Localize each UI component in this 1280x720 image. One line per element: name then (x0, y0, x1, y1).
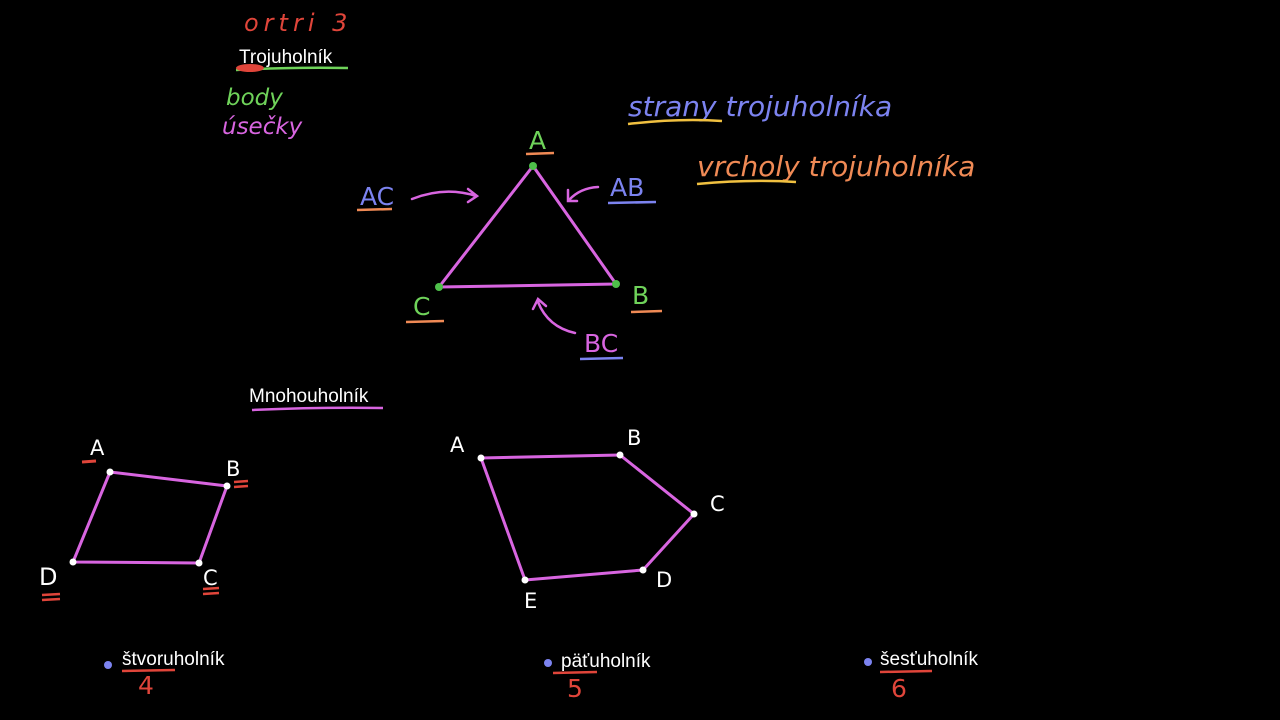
side-label-bc-underline (579, 356, 624, 361)
arrow-ac (410, 187, 480, 204)
triangle-label-b-underline (630, 309, 663, 314)
quad-label-b: B (226, 457, 240, 481)
quad-name: štvoruholník (122, 649, 225, 670)
note-sides: strany trojuholníka (628, 90, 892, 123)
quad-name-underline (121, 668, 176, 673)
hex-count: 6 (891, 674, 907, 703)
quad-label-a: A (90, 436, 105, 460)
triangle-label-c: C (413, 292, 430, 321)
arrow-ab (566, 185, 600, 203)
red-mark (236, 64, 264, 72)
pent-label-b: B (627, 426, 641, 450)
pent-label-d: D (656, 568, 672, 592)
quad-mark-b (233, 479, 249, 489)
quad-dot-b (223, 482, 231, 490)
red-note: ortri 3 (244, 9, 352, 37)
pent-label-e: E (524, 589, 537, 613)
note-segments: úsečky (222, 114, 303, 140)
pent-dot-e (521, 576, 529, 584)
note-points: body (226, 85, 283, 111)
quad-mark-d (41, 592, 61, 602)
pent-label-a: A (450, 433, 465, 457)
side-label-ac-underline (356, 207, 393, 212)
vertex-dot-b (612, 280, 620, 288)
pent-name-underline (552, 670, 598, 675)
side-label-ac: AC (360, 182, 394, 211)
triangle-title: Trojuholník (239, 47, 333, 68)
pent-dot-c (690, 510, 698, 518)
vertex-dot-c (435, 283, 443, 291)
side-label-ab-underline (607, 200, 657, 205)
hex-name-underline (879, 669, 933, 674)
pent-label-c: C (710, 492, 725, 516)
quad-mark-a (81, 459, 97, 464)
side-label-bc: BC (584, 329, 618, 358)
side-label-ab: AB (610, 173, 644, 202)
triangle-label-b: B (632, 281, 649, 310)
quad-count: 4 (138, 671, 154, 700)
quad-label-d: D (39, 563, 57, 591)
quad-bullet (104, 661, 112, 669)
quad-dot-a (106, 468, 114, 476)
note-sides-underline (627, 118, 723, 126)
quad-dot-d (69, 558, 77, 566)
pent-dot-d (639, 566, 647, 574)
triangle-label-a-underline (525, 151, 555, 156)
quad-label-c: C (203, 566, 218, 590)
triangle-label-a: A (529, 126, 546, 155)
triangle-shape (437, 164, 618, 289)
pent-dot-b (616, 451, 624, 459)
arrow-bc (531, 296, 577, 335)
quad-dot-c (195, 559, 203, 567)
quad-mark-c (202, 586, 220, 596)
note-vertices-underline (696, 179, 797, 186)
hex-bullet (864, 658, 872, 666)
pent-bullet (544, 659, 552, 667)
pentagon-shape (479, 453, 696, 582)
vertex-dot-a (529, 162, 537, 170)
hex-name: šesťuholník (880, 649, 978, 670)
pent-dot-a (477, 454, 485, 462)
polygon-title-underline (251, 406, 384, 412)
polygon-title: Mnohouholník (249, 386, 369, 407)
note-vertices: vrcholy trojuholníka (697, 150, 975, 183)
pent-count: 5 (567, 674, 583, 703)
triangle-label-c-underline (405, 319, 445, 324)
pent-name: päťuholník (561, 651, 651, 672)
